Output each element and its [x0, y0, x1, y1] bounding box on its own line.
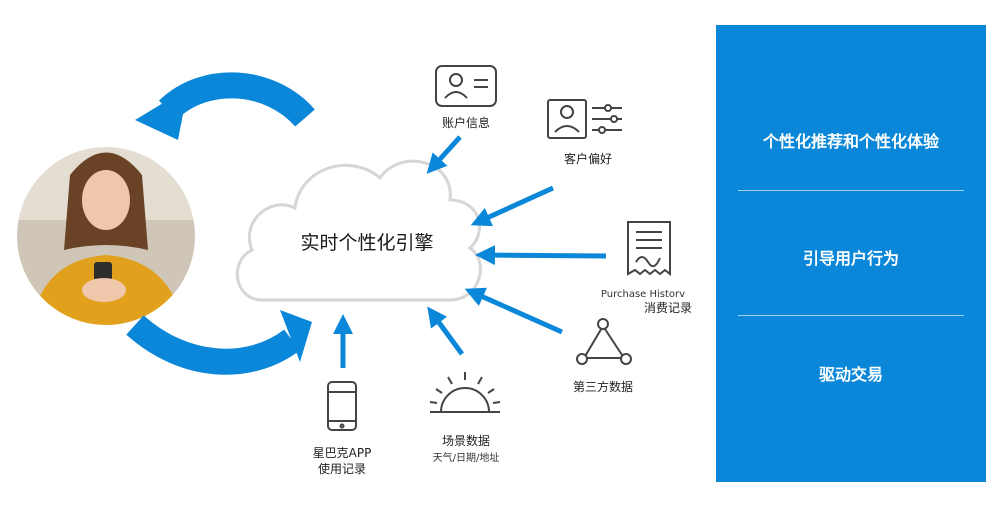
label-purchase-en: Purchase Historv [600, 289, 686, 300]
arrow-third-party [464, 287, 564, 335]
outcome-personalization: 个性化推荐和个性化体验 [762, 132, 939, 151]
id-card-icon [435, 65, 497, 107]
label-preference: 客户偏好 [563, 152, 612, 166]
network-nodes-icon [576, 318, 632, 365]
arrow-account [426, 135, 462, 174]
label-purchase-cn: 消费记录 [643, 301, 692, 315]
arrow-preference [470, 185, 555, 227]
panel-divider [738, 190, 964, 191]
preference-profile-icon [547, 99, 622, 139]
loop-arrow-bottom [126, 310, 312, 375]
smartphone-icon [327, 381, 357, 431]
receipt-icon [627, 221, 671, 277]
label-app-line2: 使用记录 [317, 462, 366, 476]
sunrise-icon [429, 372, 501, 413]
label-scene-detail: 天气/日期/地址 [432, 453, 500, 464]
outcome-drive-transactions: 驱动交易 [818, 365, 883, 384]
label-account: 账户信息 [441, 116, 490, 130]
user-avatar [15, 145, 197, 327]
cloud-shape [235, 159, 482, 302]
arrow-scene [427, 306, 465, 356]
outcome-guide-behavior: 引导用户行为 [802, 249, 899, 268]
panel-divider [738, 315, 964, 316]
loop-arrow-top [135, 72, 315, 140]
flow-arrows [333, 135, 607, 368]
outcomes-panel: 个性化推荐和个性化体验 引导用户行为 驱动交易 [716, 25, 986, 482]
label-app-line1: 星巴克APP [312, 446, 372, 460]
label-third-party: 第三方数据 [572, 380, 633, 394]
engine-title: 实时个性化引擎 [300, 232, 434, 254]
arrow-purchase [475, 245, 607, 266]
label-scene: 场景数据 [441, 434, 490, 448]
